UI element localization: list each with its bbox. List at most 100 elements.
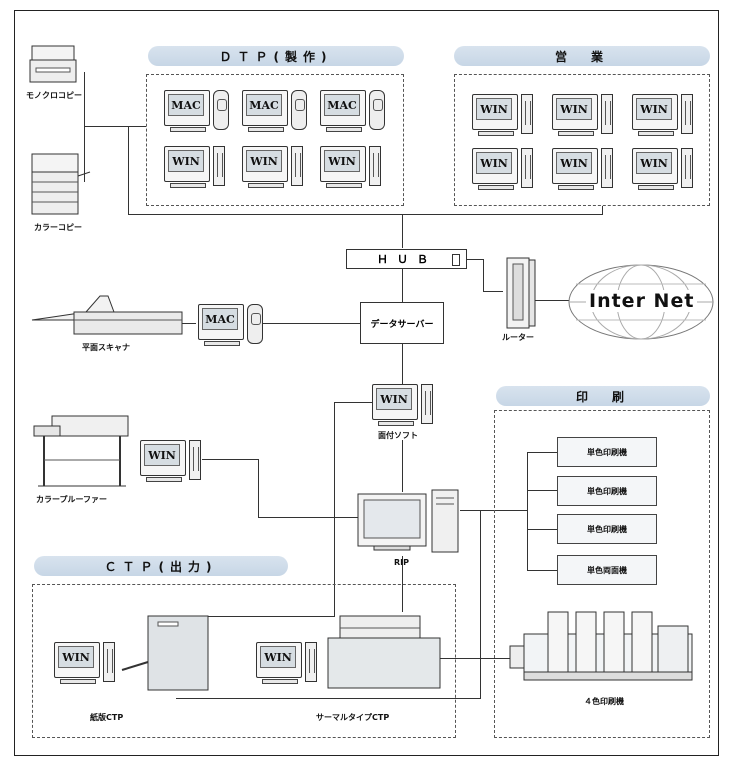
rip-press-link: [460, 510, 480, 511]
router-label: ルーター: [502, 333, 534, 342]
four-color-press-icon: [509, 611, 693, 681]
tower-icon: [521, 94, 533, 134]
sales-computer: WIN: [552, 148, 616, 192]
imposition-label: 面付ソフト: [378, 431, 418, 440]
tower-icon: [247, 304, 263, 344]
tower-icon: [103, 642, 115, 682]
ctp-group: [32, 584, 456, 738]
os-label: WIN: [476, 98, 512, 120]
sales-computer: WIN: [632, 148, 696, 192]
copier-link: [84, 72, 85, 182]
dtp-bus: [128, 126, 129, 214]
os-label: WIN: [556, 152, 592, 174]
mono-copier-icon: [29, 45, 77, 83]
sales-computer: WIN: [472, 148, 536, 192]
internet-label: Inter Net: [586, 290, 698, 312]
proofer-link: [258, 459, 259, 517]
os-label: MAC: [324, 94, 360, 116]
proofer-label: カラープルーファー: [36, 495, 108, 504]
os-label: WIN: [636, 152, 672, 174]
scanner-link: [262, 323, 360, 324]
os-label: MAC: [246, 94, 282, 116]
sales-link: [602, 206, 603, 215]
press-link: [527, 529, 557, 530]
sales-computer: WIN: [472, 94, 536, 138]
rip-press-link: [480, 510, 481, 698]
four-color-press-label: ４色印刷機: [584, 697, 624, 706]
port-icon: [452, 254, 460, 266]
scanner-computer: MAC: [198, 304, 263, 348]
dtp-header: ＤＴＰ(製作): [148, 46, 404, 66]
tower-icon: [369, 146, 381, 186]
rip-link: [402, 440, 403, 492]
imposition-link: [334, 402, 372, 403]
sales-header: 営 業: [454, 46, 710, 66]
tower-icon: [291, 146, 303, 186]
ctp-bottom-link: [176, 698, 481, 699]
tower-icon: [305, 642, 317, 682]
router-link: [483, 291, 503, 292]
diagram-frame: [14, 10, 719, 756]
press-single-1: 単色印刷機: [557, 437, 657, 467]
router-icon: [506, 257, 536, 329]
internet-link: [535, 300, 575, 301]
dtp-computer: WIN: [164, 146, 228, 190]
tower-icon: [213, 146, 225, 186]
os-label: MAC: [168, 94, 204, 116]
printing-header: 印 刷: [496, 386, 710, 406]
flatbed-scanner-icon: [31, 295, 183, 335]
press-link: [527, 490, 557, 491]
os-label: WIN: [144, 444, 180, 466]
os-label: WIN: [58, 646, 94, 668]
os-label: WIN: [246, 150, 282, 172]
tower-icon: [681, 94, 693, 134]
press-duplex: 単色両面機: [557, 555, 657, 585]
dtp-computer: MAC: [242, 90, 307, 134]
tower-icon: [291, 90, 307, 130]
rip-computer-icon: [357, 489, 459, 553]
sales-computer: WIN: [552, 94, 616, 138]
os-label: WIN: [476, 152, 512, 174]
tower-icon: [189, 440, 201, 480]
hub-box: ＨＵＢ: [346, 249, 467, 269]
router-link: [483, 259, 484, 291]
ctp-header: ＣＴＰ(出力): [34, 556, 288, 576]
press-link: [527, 570, 557, 571]
os-label: WIN: [324, 150, 360, 172]
press-link: [527, 452, 557, 453]
press-single-2: 単色印刷機: [557, 476, 657, 506]
printing-group: [494, 410, 710, 738]
os-label: WIN: [168, 150, 204, 172]
thermal-ctp-label: サーマルタイプCTP: [316, 713, 390, 722]
color-proofer-icon: [33, 415, 129, 487]
rip-label: RIP: [394, 558, 409, 567]
os-label: WIN: [376, 388, 412, 410]
tower-icon: [521, 148, 533, 188]
server-link: [402, 268, 403, 302]
os-label: WIN: [260, 646, 296, 668]
dtp-computer: MAC: [164, 90, 229, 134]
thermal-ctp-icon: [327, 615, 441, 689]
press-bus: [527, 452, 528, 570]
ctp-link: [334, 402, 335, 616]
os-label: WIN: [556, 98, 592, 120]
tower-icon: [213, 90, 229, 130]
sales-group: [454, 74, 710, 206]
proofer-computer: WIN: [140, 440, 204, 484]
scanner-link: [182, 323, 196, 324]
paper-ctp-label: 紙版CTP: [90, 713, 124, 722]
hub-label: ＨＵＢ: [377, 253, 437, 266]
paper-ctp-icon: [121, 615, 209, 691]
os-label: MAC: [202, 308, 238, 330]
scanner-label: 平面スキャナ: [82, 343, 130, 352]
imposition-link: [402, 344, 403, 384]
thermal-press-link: [440, 658, 512, 659]
dtp-computer: MAC: [320, 90, 385, 134]
data-server-box: データサーバー: [360, 302, 444, 344]
paper-ctp-computer: WIN: [54, 642, 118, 686]
mono-copier-label: モノクロコピー: [26, 91, 82, 100]
dtp-group: [146, 74, 404, 206]
dtp-computer: WIN: [242, 146, 306, 190]
sales-computer: WIN: [632, 94, 696, 138]
